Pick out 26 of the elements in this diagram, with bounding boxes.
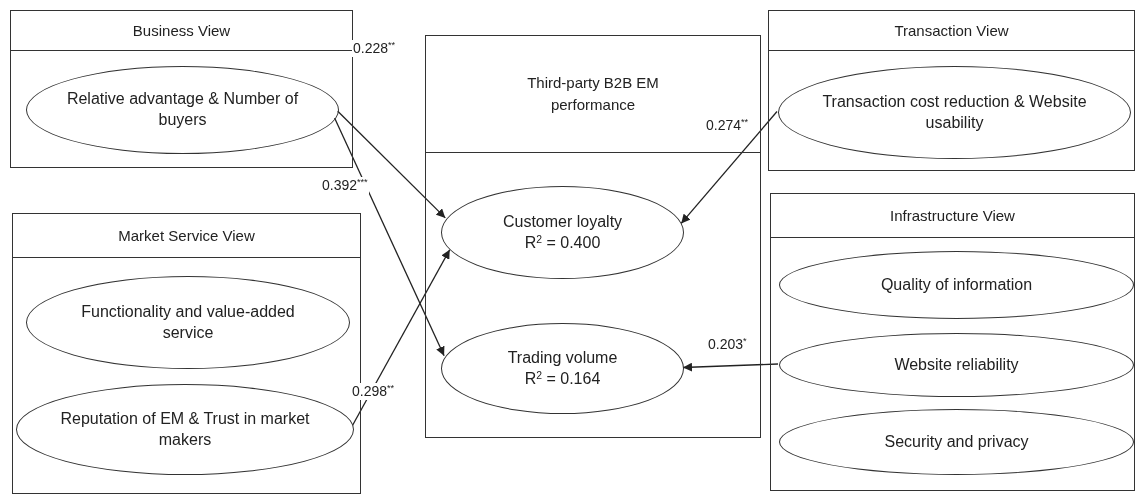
panel-title: Infrastructure View <box>890 205 1015 226</box>
construct-label: Transaction cost reduction & Website usability <box>821 91 1088 133</box>
path-arrow <box>333 117 445 357</box>
path-arrow <box>337 110 446 219</box>
path-coefficient: 0.392$^{***}$ <box>321 177 369 194</box>
construct-label: Reputation of EM & Trust in market makers <box>59 408 311 450</box>
construct-label: Trading volume <box>507 347 618 368</box>
path-arrow <box>351 249 451 426</box>
construct-label: Customer loyalty <box>502 211 623 232</box>
panel-title: Market Service View <box>118 225 255 246</box>
view-panel <box>10 10 353 168</box>
construct-label: Quality of information <box>880 274 1033 295</box>
view-panel <box>770 193 1135 491</box>
r-squared-value: R$^{2}$ = 0.400 <box>524 232 601 253</box>
panel-title: Transaction View <box>894 20 1009 41</box>
construct-label: Security and privacy <box>884 431 1029 452</box>
path-arrow <box>682 362 779 372</box>
r-squared-value: R$^{2}$ = 0.164 <box>524 368 601 389</box>
path-coefficient: 0.228$^{**}$ <box>352 40 397 57</box>
construct-label: Website reliability <box>894 354 1019 375</box>
view-panel <box>768 10 1135 171</box>
construct-label: Relative advantage & Number of buyers <box>65 89 300 130</box>
panel-title: Business View <box>132 20 231 41</box>
panel-title: Third-party B2B EM performance <box>526 73 660 115</box>
path-coefficient: 0.298$^{**}$ <box>351 383 396 400</box>
construct-label: Functionality and value-added service <box>80 301 296 343</box>
